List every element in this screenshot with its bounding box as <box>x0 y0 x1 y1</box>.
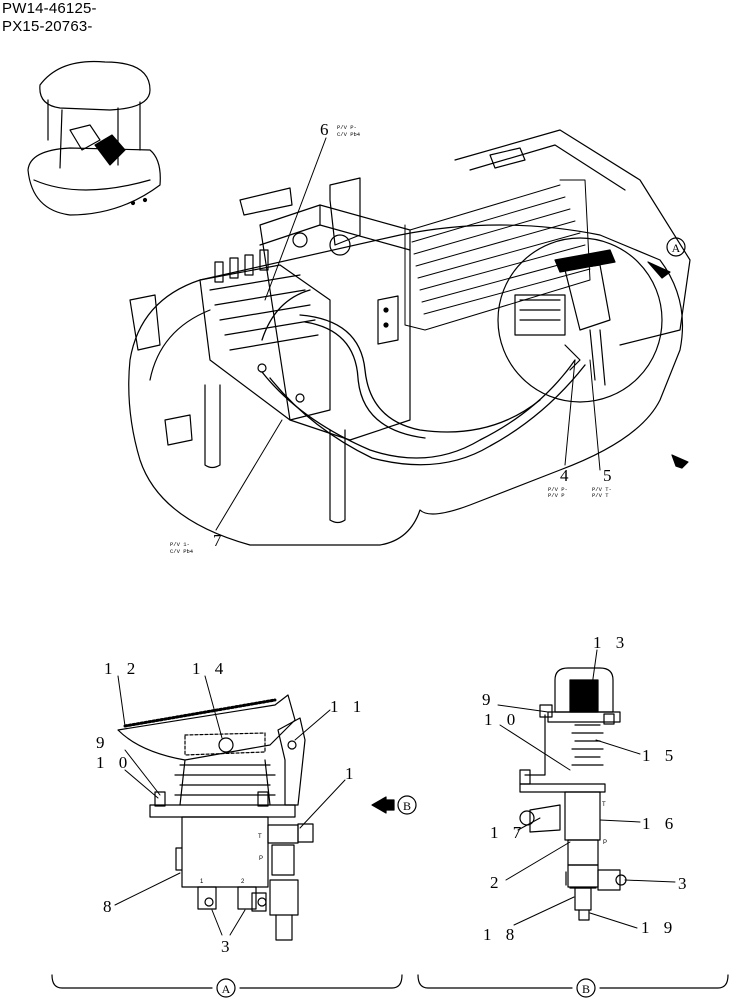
callout-a-11: 1 1 <box>330 697 366 716</box>
callout-b-17: 1 7 <box>490 823 526 842</box>
section-bracket-b: B <box>417 974 729 998</box>
cab-thumbnail <box>27 60 161 216</box>
travel-pedal-valve-small <box>514 249 616 386</box>
port-t-label-a: T <box>258 834 262 840</box>
model-number-line-2: PX15-20763- <box>2 18 93 35</box>
model-number-line-1: PW14-46125- <box>2 0 97 17</box>
port-2-label-a: 2 <box>241 879 245 885</box>
callout-a-12: 1 2 <box>104 659 140 678</box>
callout-7-sub1: P/V 1- <box>170 541 190 548</box>
detail-a-circle <box>497 237 663 403</box>
view-a-badge <box>666 237 686 257</box>
callout-a-14: 1 4 <box>192 659 228 678</box>
callout-a-8: 8 <box>103 897 117 916</box>
view-b-ref-label: B <box>403 799 411 813</box>
section-b-label: B <box>582 982 590 996</box>
section-bracket-a: A <box>51 974 403 998</box>
view-arrow-a <box>647 261 671 279</box>
pilot-hoses <box>261 289 586 466</box>
port-1-label-a: 1 <box>200 879 204 885</box>
callout-b-3: 3 <box>678 874 692 893</box>
section-a-label: A <box>222 982 231 996</box>
callout-4: 4 <box>560 466 574 485</box>
view-a-label: A <box>672 241 681 255</box>
callout-b-15: 1 5 <box>642 746 678 765</box>
callout-b-13: 1 3 <box>593 633 629 652</box>
upper-frame-assembly: A <box>128 129 691 546</box>
callout-a-9: 9 <box>96 733 110 752</box>
callout-4-sub2: P/V P <box>548 492 565 499</box>
detail-b-view <box>497 649 676 929</box>
detail-a-view: B <box>114 675 417 941</box>
main-leaders <box>215 137 601 531</box>
callout-6: 6 <box>320 120 334 139</box>
callout-7-sub2: C/V Pb4 <box>170 548 194 555</box>
callout-b-10: 1 0 <box>484 710 520 729</box>
callout-b-18: 1 8 <box>483 925 519 944</box>
callout-a-3: 3 <box>221 937 235 956</box>
port-p-label-b: P <box>603 840 607 846</box>
callout-6-sub2: C/V Pb4 <box>337 131 361 138</box>
front-arrow <box>671 454 689 469</box>
callout-b-16: 1 6 <box>642 814 678 833</box>
callout-5: 5 <box>603 466 617 485</box>
callout-b-19: 1 9 <box>641 918 677 937</box>
callout-b-9: 9 <box>482 690 496 709</box>
callout-6-sub1: P/V P- <box>337 124 357 131</box>
callout-a-10: 1 0 <box>96 753 132 772</box>
callout-5-sub2: P/V T <box>592 492 609 499</box>
port-p-label-a: P <box>259 856 263 862</box>
port-t-label-b: T <box>602 802 606 808</box>
callout-4-sub1: P/V P- <box>548 486 568 493</box>
control-valve-bank <box>199 249 331 421</box>
callout-7: 7 <box>213 531 227 550</box>
callout-b-2: 2 <box>490 873 504 892</box>
callout-a-1: 1 <box>345 764 359 783</box>
callout-5-sub1: P/V T- <box>592 486 612 493</box>
